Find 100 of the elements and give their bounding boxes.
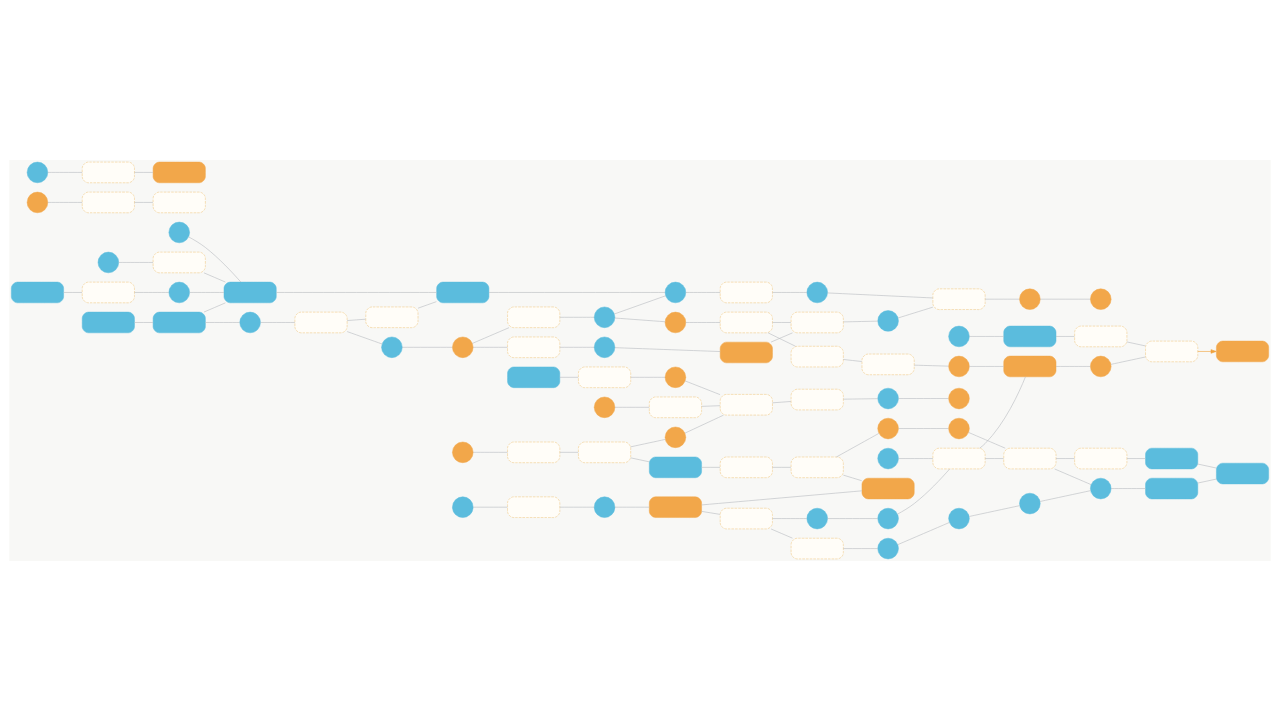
connector: [614, 346, 721, 352]
connector: [203, 272, 226, 282]
node-circle: [948, 325, 970, 347]
connector: [843, 320, 878, 322]
connector: [772, 291, 808, 293]
node-box: [1145, 340, 1199, 362]
connector: [968, 431, 1006, 448]
connector: [772, 517, 808, 519]
connector: [969, 365, 1005, 367]
node-circle: [168, 281, 190, 303]
node-box: [81, 191, 135, 213]
node-box: [507, 336, 561, 358]
node-circle: [948, 507, 970, 529]
connector: [1055, 335, 1075, 337]
node-circle: [948, 355, 970, 377]
node-circle: [664, 281, 687, 303]
connector: [276, 291, 437, 293]
node-box: [932, 288, 986, 310]
arrow: [1197, 348, 1217, 354]
node-box: [649, 396, 702, 418]
node-box: [507, 366, 561, 388]
node-circle: [1090, 288, 1112, 310]
connector: [1126, 457, 1146, 459]
node-box: [861, 353, 915, 375]
node-box: [719, 507, 773, 529]
connector: [1054, 468, 1092, 485]
node-box: [719, 393, 773, 415]
node-box: [790, 388, 844, 410]
node-box: [719, 311, 773, 333]
node-circle: [168, 221, 190, 243]
node-box: [1074, 325, 1128, 347]
connector: [559, 451, 579, 453]
connector: [843, 474, 863, 481]
connector: [685, 291, 721, 293]
connector: [827, 517, 878, 519]
connector: [1110, 487, 1146, 489]
node-circle: [664, 426, 687, 448]
connector: [1197, 463, 1217, 468]
node-box: [1145, 447, 1199, 469]
connector: [836, 432, 880, 457]
node-circle: [452, 496, 474, 518]
connector: [898, 427, 949, 429]
connector: [1055, 457, 1075, 459]
node-circle: [97, 251, 119, 273]
connector: [188, 236, 242, 282]
connector: [472, 326, 510, 344]
node-box: [152, 251, 206, 273]
node-box: [507, 441, 561, 463]
node-circle: [664, 311, 687, 333]
node-box: [649, 496, 702, 518]
connector: [897, 521, 950, 545]
connector: [630, 457, 650, 462]
node-box: [719, 341, 773, 363]
connector: [843, 547, 878, 549]
connector: [118, 261, 154, 263]
connector: [417, 300, 437, 308]
node-circle: [593, 306, 616, 328]
connector: [897, 468, 950, 514]
connector: [346, 318, 366, 321]
node-circle: [381, 336, 403, 358]
node-box: [790, 537, 844, 559]
node-box: [152, 191, 206, 213]
node-box: [81, 311, 135, 333]
node-box: [932, 447, 986, 469]
node-circle: [1019, 492, 1041, 514]
connector: [134, 291, 170, 293]
connector: [913, 364, 949, 366]
node-circle: [26, 161, 49, 183]
connector: [205, 321, 240, 323]
node-circle: [593, 496, 616, 518]
node-circle: [877, 507, 899, 529]
node-circle: [452, 336, 474, 358]
connector: [772, 400, 792, 403]
node-box: [790, 456, 844, 478]
node-circle: [877, 309, 899, 332]
connector: [134, 171, 154, 173]
connector: [685, 321, 721, 323]
connector: [772, 321, 792, 323]
connector: [134, 321, 154, 323]
connector: [968, 504, 1021, 517]
node-box: [152, 311, 206, 333]
connector: [346, 330, 383, 344]
connector: [1110, 356, 1146, 365]
connector: [767, 332, 796, 347]
connector: [969, 335, 1005, 337]
connector: [898, 397, 949, 399]
connector: [684, 380, 721, 395]
node-circle: [1090, 477, 1112, 499]
node-box: [861, 477, 915, 499]
connector: [984, 457, 1004, 459]
node-circle: [806, 281, 828, 303]
connector: [843, 358, 863, 362]
node-box: [1003, 355, 1057, 377]
node-box: [81, 281, 135, 303]
connector: [47, 171, 83, 173]
node-box: [294, 311, 348, 333]
node-circle: [948, 387, 970, 409]
connector: [189, 291, 225, 293]
node-circle: [877, 447, 899, 469]
node-circle: [26, 191, 49, 213]
